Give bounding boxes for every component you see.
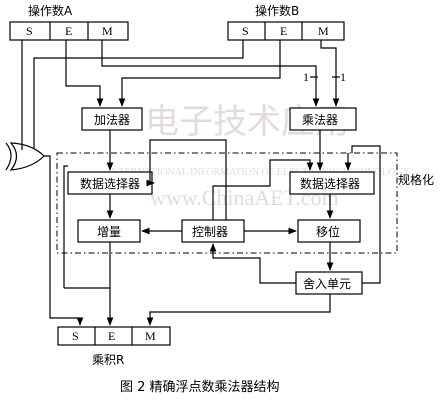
adder-block xyxy=(81,107,143,131)
increment-label: 增量 xyxy=(97,225,121,239)
operand-b-e: E xyxy=(280,24,287,38)
increment-block xyxy=(77,219,141,243)
xor-gate xyxy=(5,142,45,171)
operand-a-label: 操作数A xyxy=(28,3,73,18)
product-s: S xyxy=(72,329,79,343)
shift-label: 移位 xyxy=(316,224,340,239)
product-register: S E M xyxy=(57,326,171,346)
product-label: 乘积R xyxy=(92,353,124,367)
mux-right-block xyxy=(289,171,375,195)
operand-b-label: 操作数B xyxy=(255,3,299,18)
operand-a-s: S xyxy=(26,24,33,38)
operand-b-register: S E M xyxy=(227,21,345,41)
operand-a-e: E xyxy=(65,24,72,38)
controller-label: 控制器 xyxy=(192,225,228,239)
operand-b-m: M xyxy=(318,24,329,38)
operand-a-m: M xyxy=(102,24,113,38)
operand-b-s: S xyxy=(242,24,249,38)
normalize-region xyxy=(56,152,398,254)
mux-left-label: 数据选择器 xyxy=(80,176,140,191)
figure-caption: 图 2 精确浮点数乘法器结构 xyxy=(120,380,280,395)
bit-label-1: 1 xyxy=(303,70,309,84)
multiplier-block xyxy=(289,107,357,131)
shift-block xyxy=(297,219,361,243)
product-e: E xyxy=(108,329,115,343)
multiplier-label: 乘法器 xyxy=(302,113,338,127)
bit-label-2: 1 xyxy=(340,70,346,84)
rounding-label: 舍入单元 xyxy=(303,276,351,291)
product-m: M xyxy=(145,329,156,343)
operand-a-register: S E M xyxy=(9,21,129,41)
normalize-label: 规格化 xyxy=(398,172,434,187)
watermark-line1: INTERNATIONAL INFORMATION OF ELECTRONIC … xyxy=(108,167,410,178)
mux-right-label: 数据选择器 xyxy=(300,176,360,191)
adder-label: 加法器 xyxy=(94,113,130,127)
